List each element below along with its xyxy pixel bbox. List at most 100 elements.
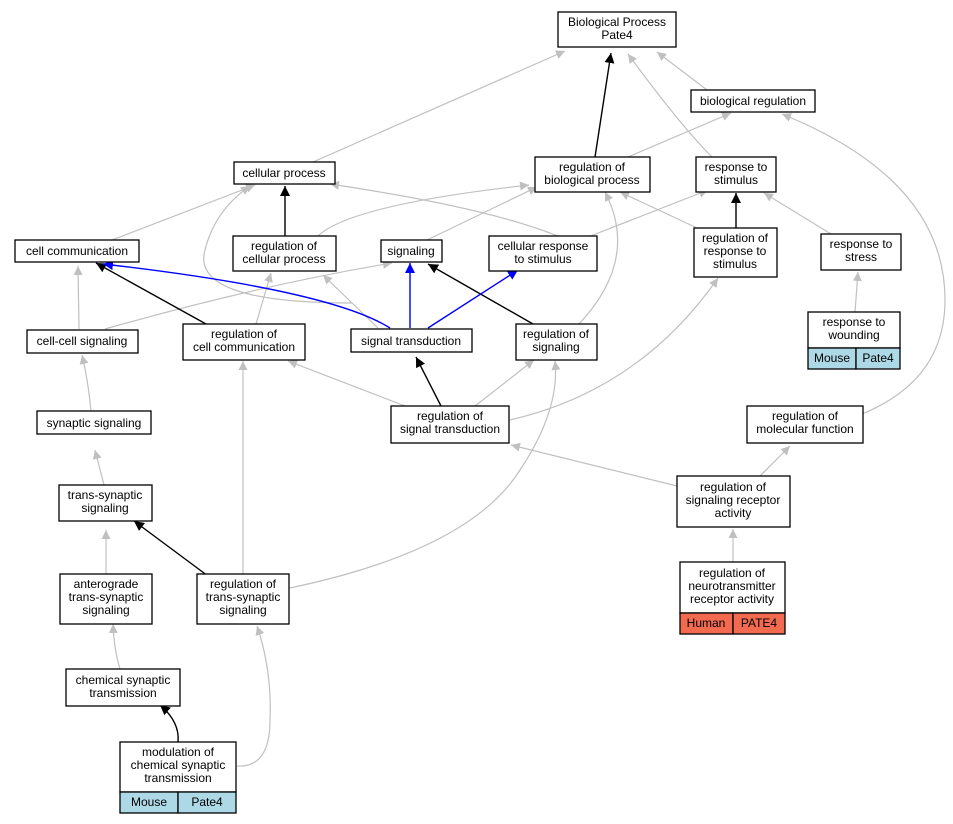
node-label: cellular response bbox=[498, 239, 589, 253]
node-regulation-of-cell-communication[interactable]: regulation of cell communication bbox=[182, 323, 306, 361]
node-label: to stimulus bbox=[514, 252, 571, 266]
edge-bioreg-bp bbox=[656, 51, 708, 91]
node-label: signal transduction bbox=[361, 334, 461, 348]
node-label: chemical synaptic bbox=[76, 673, 171, 687]
node-label: Biological Process bbox=[568, 15, 666, 29]
node-label: cell communication bbox=[26, 244, 128, 258]
edge-regsig-regbio bbox=[577, 191, 619, 326]
node-regulation-of-signaling-receptor-activity[interactable]: regulation of signaling receptor activit… bbox=[676, 475, 791, 528]
node-synaptic-signaling[interactable]: synaptic signaling bbox=[36, 410, 152, 435]
node-label: molecular function bbox=[756, 422, 853, 436]
node-biological-regulation[interactable]: biological regulation bbox=[690, 89, 816, 113]
edge-regsigtrans-regresp bbox=[509, 277, 719, 421]
node-regulation-of-biological-process[interactable]: regulation of biological process bbox=[534, 156, 651, 193]
annotation-species: Human bbox=[687, 616, 726, 630]
edge-regsigtrans-sigtrans bbox=[415, 356, 442, 407]
node-regulation-of-molecular-function[interactable]: regulation of molecular function bbox=[746, 405, 864, 444]
node-trans-synaptic-signaling[interactable]: trans-synaptic signaling bbox=[58, 484, 153, 522]
node-label: regulation of bbox=[559, 160, 626, 174]
edge-modchem-regtrans bbox=[236, 625, 271, 767]
node-label: chemical synaptic bbox=[131, 758, 226, 772]
node-label: regulation of bbox=[417, 409, 484, 423]
edge-cellresp-respstim bbox=[587, 189, 709, 238]
node-label: receptor activity bbox=[690, 592, 774, 606]
node-cell-communication[interactable]: cell communication bbox=[14, 239, 140, 263]
edge-respstim-bp bbox=[627, 53, 713, 158]
edge-regbio-bp bbox=[594, 52, 615, 158]
node-anterograde-trans-synaptic-signaling[interactable]: anterograde trans-synaptic signaling bbox=[59, 573, 153, 625]
edge-chemsyn-antero bbox=[108, 623, 121, 670]
node-regulation-of-response-to-stimulus[interactable]: regulation of response to stimulus bbox=[693, 227, 778, 278]
edge-respwound-respstress bbox=[852, 271, 862, 313]
node-response-to-stress[interactable]: response to stress bbox=[820, 233, 902, 271]
annotation-gene: Pate4 bbox=[862, 351, 894, 365]
node-response-to-wounding[interactable]: response to wounding Mouse Pate4 bbox=[807, 311, 901, 370]
node-regulation-of-signaling[interactable]: regulation of signaling bbox=[515, 323, 598, 361]
edge-regcomm-cellcomm bbox=[95, 262, 207, 325]
node-response-to-stimulus[interactable]: response to stimulus bbox=[695, 156, 777, 193]
node-label: cellular process bbox=[242, 166, 325, 180]
node-cell-cell-signaling[interactable]: cell-cell signaling bbox=[26, 329, 139, 354]
node-label: regulation of bbox=[211, 327, 278, 341]
edge-regsigtrans-regcomm bbox=[287, 360, 406, 407]
edge-signaling-regbio bbox=[426, 186, 538, 241]
node-label: trans-synaptic bbox=[68, 488, 143, 502]
edge-synsig-ccsig bbox=[79, 354, 92, 412]
node-biological-process[interactable]: Biological Process Pate4 bbox=[557, 11, 677, 48]
node-signal-transduction[interactable]: signal transduction bbox=[350, 328, 473, 353]
node-label: trans-synaptic bbox=[206, 590, 281, 604]
node-label: cell-cell signaling bbox=[37, 334, 128, 348]
node-regulation-of-signal-transduction[interactable]: regulation of signal transduction bbox=[390, 405, 510, 444]
node-label: regulation of bbox=[700, 480, 767, 494]
edge-ccsig-cellcomm bbox=[73, 265, 83, 330]
node-chemical-synaptic-transmission[interactable]: chemical synaptic transmission bbox=[65, 668, 181, 707]
edge-sigtrans-cellresp-gray bbox=[322, 274, 379, 329]
node-regulation-of-trans-synaptic-signaling[interactable]: regulation of trans-synaptic signaling bbox=[196, 573, 290, 625]
node-label: synaptic signaling bbox=[47, 416, 142, 430]
edge-cellresp-cellproc bbox=[329, 180, 561, 238]
node-modulation-of-chemical-synaptic-transmission[interactable]: modulation of chemical synaptic transmis… bbox=[119, 741, 237, 814]
node-label: regulation of bbox=[251, 239, 318, 253]
node-label: transmission bbox=[89, 686, 156, 700]
annotation-row: Mouse Pate4 bbox=[807, 347, 901, 370]
node-label: response to bbox=[705, 160, 768, 174]
node-cellular-response-to-stimulus[interactable]: cellular response to stimulus bbox=[488, 235, 598, 272]
node-label: Pate4 bbox=[601, 28, 633, 42]
edge-ccsig-signaling bbox=[104, 260, 393, 330]
edge-regtrans-regsig bbox=[289, 360, 561, 589]
annotation-species: Mouse bbox=[131, 795, 167, 809]
edge-regmol-bioreg bbox=[781, 113, 946, 415]
node-label: modulation of bbox=[142, 745, 215, 759]
node-label: activity bbox=[715, 506, 752, 520]
node-signaling[interactable]: signaling bbox=[380, 239, 443, 263]
node-label: response to bbox=[830, 237, 893, 251]
node-label: transmission bbox=[144, 771, 211, 785]
node-regulation-of-neurotransmitter-receptor-activity[interactable]: regulation of neurotransmitter receptor … bbox=[679, 561, 786, 635]
node-label: cellular process bbox=[242, 252, 325, 266]
node-label: stimulus bbox=[713, 257, 757, 271]
node-label: signaling bbox=[82, 603, 129, 617]
annotation-row: Mouse Pate4 bbox=[119, 791, 237, 814]
node-label: regulation of bbox=[702, 231, 769, 245]
node-label: signaling bbox=[532, 340, 579, 354]
node-label: anterograde bbox=[74, 577, 139, 591]
node-label: trans-synaptic bbox=[69, 590, 144, 604]
annotation-species: Mouse bbox=[814, 351, 850, 365]
node-label: signaling bbox=[387, 244, 434, 258]
edge-regbio-bioreg bbox=[627, 112, 732, 158]
node-label: stimulus bbox=[714, 173, 758, 187]
annotation-gene: PATE4 bbox=[741, 616, 778, 630]
node-label: cell communication bbox=[193, 340, 295, 354]
node-label: signaling bbox=[219, 603, 266, 617]
node-label: stress bbox=[845, 250, 877, 264]
edge-sigtrans-cellresp bbox=[427, 269, 519, 329]
node-regulation-of-cellular-process[interactable]: regulation of cellular process bbox=[232, 235, 337, 272]
annotation-row: Human PATE4 bbox=[679, 612, 786, 635]
node-cellular-process[interactable]: cellular process bbox=[233, 161, 336, 185]
edge-respstress-respstim bbox=[763, 192, 832, 235]
edge-sigtrans-cellcomm bbox=[102, 260, 391, 329]
edge-sigtrans-cellproc bbox=[203, 185, 353, 304]
node-label: biological process bbox=[544, 173, 639, 187]
node-label: wounding bbox=[827, 328, 879, 342]
edge-transsyn-synsig bbox=[92, 449, 105, 486]
